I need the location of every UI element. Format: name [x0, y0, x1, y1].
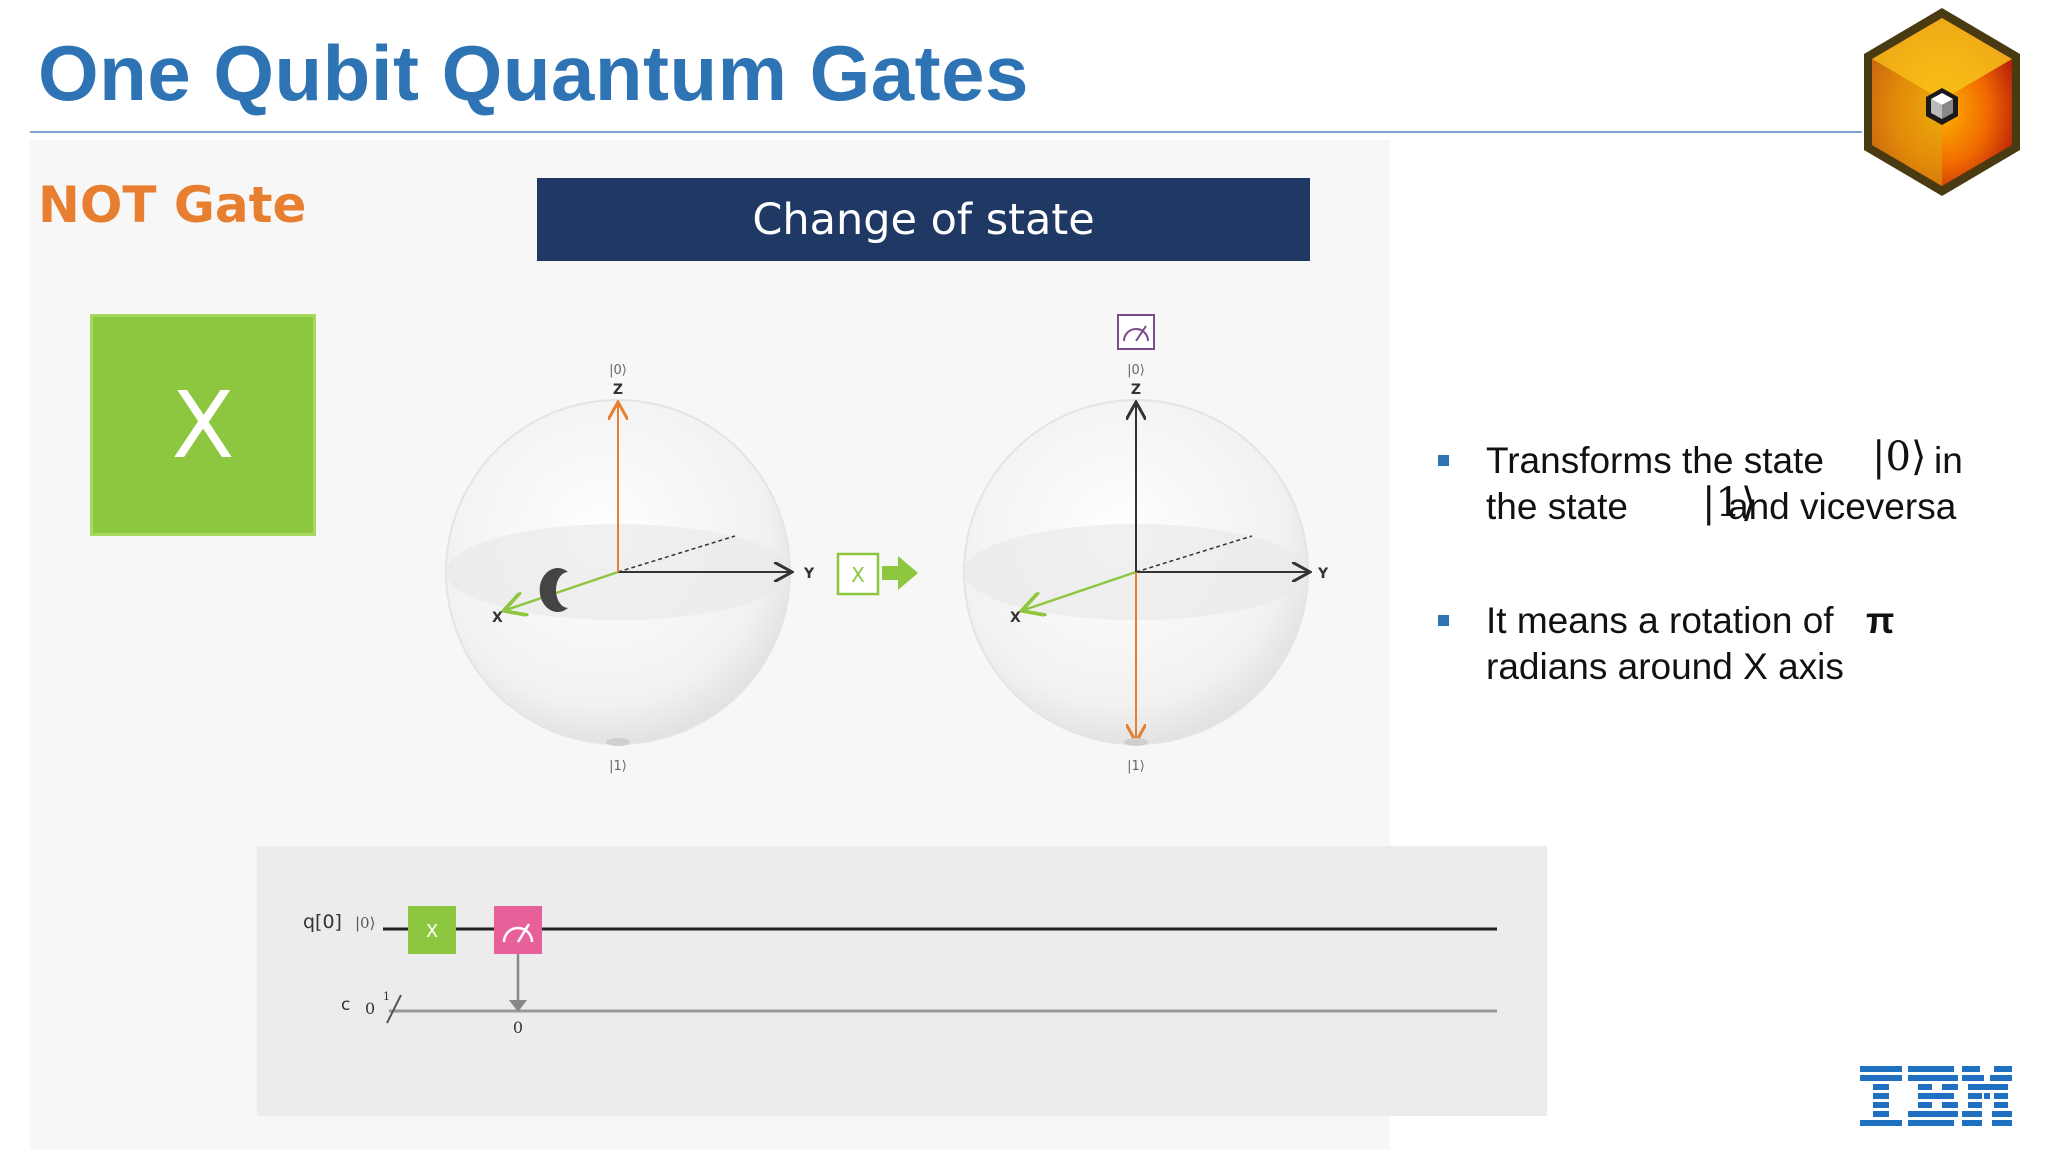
transition-gate-label: X — [851, 563, 865, 587]
x-gate-label: X — [426, 921, 438, 942]
quantum-circuit: q[0] |0⟩ c 0 1 X 0 — [257, 846, 1547, 1116]
bullet-2-line-1: It means a rotation of — [1486, 600, 1834, 641]
ket1-label-left: |1⟩ — [609, 759, 627, 774]
title-divider — [30, 131, 1862, 133]
y-axis-label-right: Y — [1317, 566, 1329, 582]
bullet-marker — [1438, 615, 1449, 626]
change-of-state-banner: Change of state — [537, 178, 1310, 261]
measure-target-bit: 0 — [513, 1018, 523, 1037]
slide-title: One Qubit Quantum Gates — [38, 29, 1029, 117]
qubit-initial-state: |0⟩ — [355, 914, 375, 932]
bullet-1-line-2: the state — [1486, 486, 1628, 527]
bloch-sphere-before: |0⟩ Z Y X |1⟩ — [445, 363, 815, 774]
bloch-sphere-after: |0⟩ Z Y X |1⟩ — [963, 314, 1329, 774]
ket0-label-right: |0⟩ — [1127, 363, 1145, 378]
measure-icon — [1117, 314, 1155, 350]
arrow-right-icon — [882, 556, 918, 590]
ket1-symbol: |1⟩ — [1702, 480, 1757, 526]
x-gate-transition-arrow: X — [836, 552, 918, 596]
bullet-1-line-1: Transforms the state — [1486, 440, 1824, 481]
y-axis-label-left: Y — [803, 566, 815, 582]
z-axis-label-right: Z — [1131, 382, 1141, 398]
x-axis-label-right: X — [1010, 610, 1021, 626]
bullet-1-line-2-end: and viceversa — [1728, 486, 1957, 527]
bullet-marker — [1438, 455, 1449, 466]
z-axis-label-left: Z — [613, 382, 623, 398]
ket0-label-left: |0⟩ — [609, 363, 627, 378]
x-axis-label-left: X — [492, 610, 503, 626]
x-gate-symbol: X — [90, 314, 316, 536]
ket0-symbol: |0⟩ — [1872, 434, 1927, 480]
measure-gate[interactable] — [494, 906, 542, 954]
ibm-logo-icon — [1860, 1066, 2012, 1126]
classical-register-index: 0 — [365, 999, 375, 1018]
gate-name: NOT Gate — [38, 176, 307, 234]
bullet-2-line-2: radians around X axis — [1486, 646, 1844, 687]
bloch-spheres-diagram: |0⟩ Z Y X |1⟩ X |0⟩ Z Y X |1⟩ — [445, 314, 1329, 774]
x-gate[interactable]: X — [408, 906, 456, 954]
cube-logo-icon — [1864, 8, 2020, 196]
classical-register-width: 1 — [383, 990, 390, 1003]
moon-icon — [539, 568, 568, 612]
bullet-1-line-1-end: in — [1934, 440, 1963, 481]
classical-register-label: c — [341, 995, 350, 1015]
circuit-diagram: q[0] |0⟩ c 0 1 X 0 — [303, 906, 1497, 1037]
pi-symbol: π — [1866, 600, 1895, 641]
ket1-label-right: |1⟩ — [1127, 759, 1145, 774]
qubit-label: q[0] — [303, 911, 342, 933]
